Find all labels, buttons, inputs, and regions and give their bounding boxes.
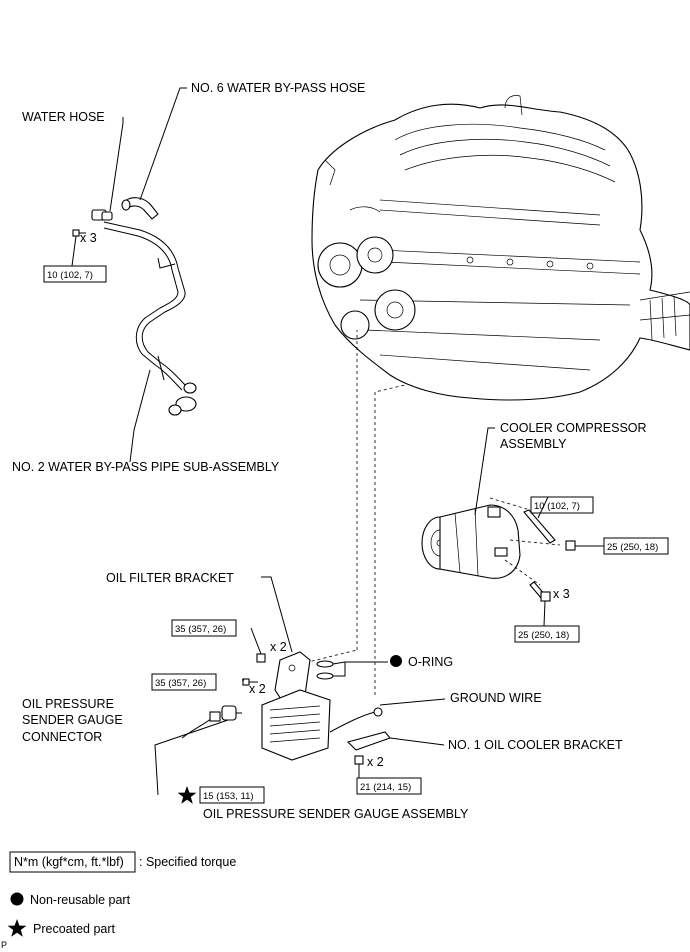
corner-mark: P [1, 940, 7, 950]
oil-cooler-block [261, 689, 331, 761]
oil-cooler-bracket [346, 731, 391, 751]
precoated-star-icon [177, 786, 197, 804]
svg-text:10 (102, 7): 10 (102, 7) [534, 501, 580, 512]
torque-box-comp-nut: 25 (250, 18) [603, 537, 669, 555]
label-connector-1: OIL PRESSURE [22, 697, 114, 711]
torque-box-bracket-bolt: 35 (357, 26) [151, 673, 217, 691]
torque-box-cooler-bracket-nut: 21 (214, 15) [356, 777, 422, 795]
label-o-ring: O-RING [408, 655, 453, 669]
svg-text:Non-reusable part: Non-reusable part [30, 893, 131, 907]
label-compressor-1: COOLER COMPRESSOR [500, 421, 647, 435]
label-oil-cooler-bracket: NO. 1 OIL COOLER BRACKET [448, 738, 623, 752]
label-compressor-2: ASSEMBLY [500, 437, 567, 451]
non-reusable-dot-icon [390, 655, 402, 667]
label-water-hose: WATER HOSE [22, 110, 105, 124]
qty-bracket-bolt: x 2 [249, 682, 266, 696]
label-no6-hose: NO. 6 WATER BY-PASS HOSE [191, 81, 365, 95]
compressor-bolt [529, 581, 551, 602]
svg-text:N*m (kgf*cm, ft.*lbf): N*m (kgf*cm, ft.*lbf) [14, 855, 124, 869]
label-ground-wire: GROUND WIRE [450, 691, 542, 705]
qty-pipe-bolt: x 3 [80, 231, 97, 245]
cooler-compressor [421, 504, 521, 579]
o-rings [316, 660, 334, 680]
legend-non-reusable: Non-reusable part [10, 892, 131, 907]
label-no2-pipe: NO. 2 WATER BY-PASS PIPE SUB-ASSEMBLY [12, 460, 280, 474]
svg-text:15 (153, 11): 15 (153, 11) [203, 791, 254, 802]
svg-text:35 (357, 26): 35 (357, 26) [175, 624, 226, 635]
ground-wire [329, 707, 383, 733]
compressor-nut [565, 540, 576, 551]
torque-box-pipe-bolt: 10 (102, 7) [43, 265, 107, 283]
bracket-bolt-icon [242, 678, 258, 686]
svg-text:10 (102, 7): 10 (102, 7) [47, 270, 93, 281]
water-hose [91, 209, 113, 221]
sender-connector [181, 711, 221, 739]
svg-text:21 (214, 15): 21 (214, 15) [360, 782, 411, 793]
qty-bracket-nut: x 2 [270, 640, 287, 654]
torque-box-bracket-nut: 35 (357, 26) [171, 619, 237, 637]
label-sender-assembly: OIL PRESSURE SENDER GAUGE ASSEMBLY [203, 807, 469, 821]
label-connector-2: SENDER GAUGE [22, 713, 123, 727]
svg-text:: Specified torque: : Specified torque [139, 855, 236, 869]
qty-cooler-bracket-nut: x 2 [367, 755, 384, 769]
svg-text:25 (250, 18): 25 (250, 18) [518, 630, 569, 641]
svg-text:25 (250, 18): 25 (250, 18) [607, 542, 658, 553]
engine-assembly [311, 95, 690, 401]
torque-box-comp-bolt: 25 (250, 18) [514, 625, 580, 643]
legend-torque: N*m (kgf*cm, ft.*lbf) : Specified torque [9, 851, 236, 873]
torque-box-comp-stud: 10 (102, 7) [530, 496, 594, 514]
label-oil-filter-bracket: OIL FILTER BRACKET [106, 571, 234, 585]
bracket-nut-icon [256, 653, 266, 663]
qty-comp-bolt: x 3 [553, 587, 570, 601]
label-connector-3: CONNECTOR [22, 730, 102, 744]
svg-text:35 (357, 26): 35 (357, 26) [155, 678, 206, 689]
torque-box-sender: 15 (153, 11) [199, 786, 265, 804]
legend-precoated: Precoated part [7, 919, 116, 937]
no6-bypass-hose [121, 197, 159, 220]
water-bypass-pipe [103, 221, 197, 416]
svg-text:Precoated part: Precoated part [33, 922, 116, 936]
sender-gauge [221, 705, 242, 721]
cooler-bracket-nut-icon [354, 755, 364, 765]
compressor-stud [523, 509, 556, 544]
